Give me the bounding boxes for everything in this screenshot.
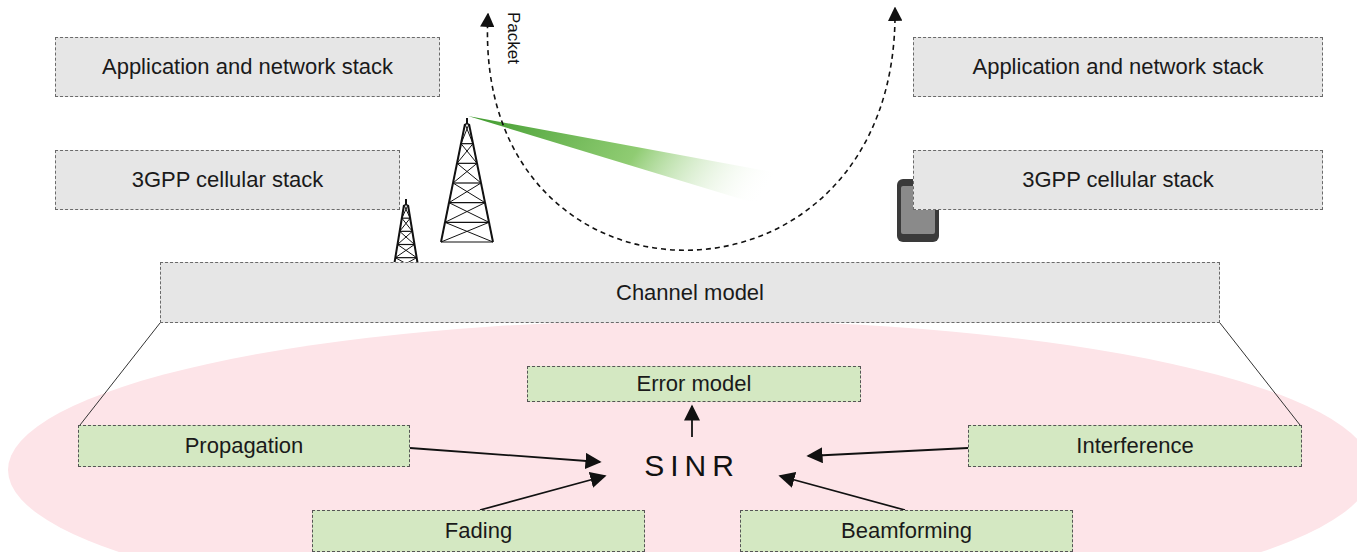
- model-box: Error model: [527, 366, 861, 402]
- channel-region: [8, 320, 1357, 552]
- model-box: Beamforming: [740, 510, 1073, 552]
- sinr-label: SINR: [644, 449, 740, 483]
- tower-symbol: [391, 118, 493, 284]
- model-box: Fading: [312, 510, 645, 552]
- box-label: 3GPP cellular stack: [1022, 167, 1214, 193]
- box-label: Error model: [637, 371, 752, 397]
- bracket-line: [1220, 323, 1300, 425]
- model-box: Interference: [968, 425, 1302, 467]
- channel-box: Channel model: [160, 262, 1220, 323]
- box-label: 3GPP cellular stack: [132, 167, 324, 193]
- stack-box: Application and network stack: [55, 37, 440, 97]
- packet-label: Packet: [503, 12, 523, 64]
- box-label: Fading: [445, 518, 512, 544]
- stack-box: 3GPP cellular stack: [913, 150, 1323, 210]
- packet-path: [487, 8, 895, 250]
- box-label: Application and network stack: [972, 54, 1263, 80]
- box-label: Propagation: [185, 433, 304, 459]
- bracket-line: [80, 323, 160, 425]
- stack-box: Application and network stack: [913, 37, 1323, 97]
- model-box: Propagation: [78, 425, 410, 467]
- box-label: Application and network stack: [102, 54, 393, 80]
- box-label: Interference: [1076, 433, 1193, 459]
- box-label: Channel model: [616, 280, 764, 306]
- stack-box: 3GPP cellular stack: [55, 150, 400, 210]
- sinr-arrow: [410, 406, 968, 510]
- box-label: Beamforming: [841, 518, 972, 544]
- beam: [468, 116, 805, 214]
